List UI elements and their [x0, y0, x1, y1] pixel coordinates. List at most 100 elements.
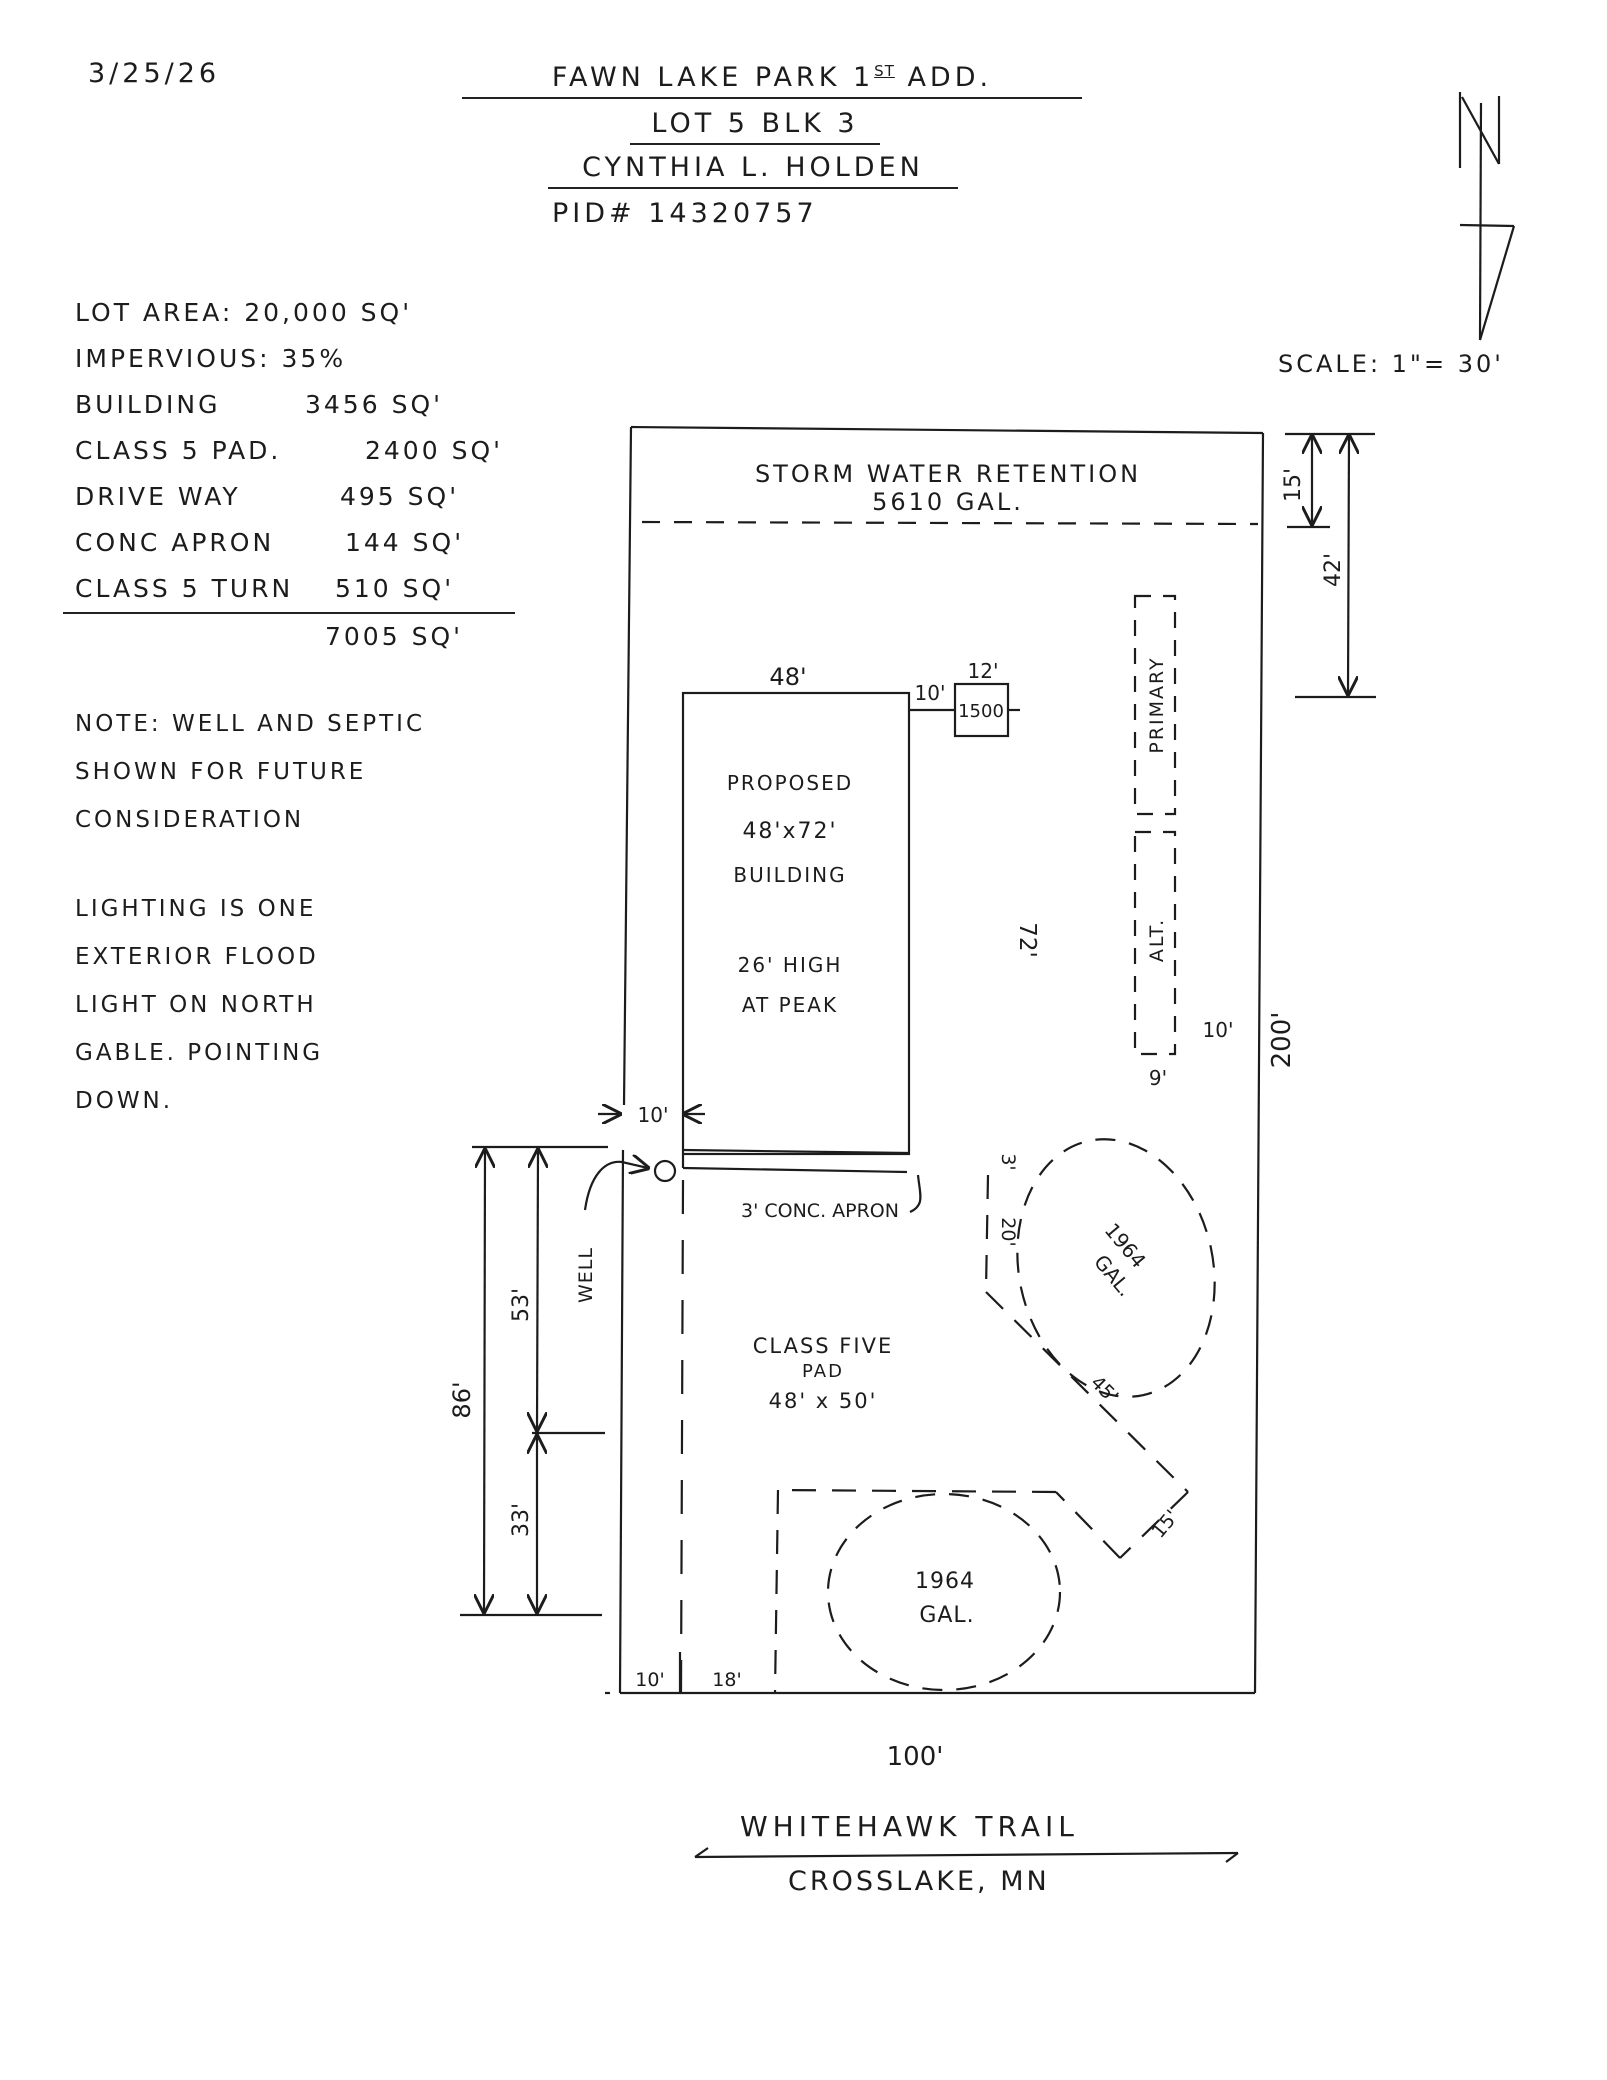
note-line: SHOWN FOR FUTURE — [75, 759, 367, 785]
owner-name: CYNTHIA L. HOLDEN — [548, 152, 958, 189]
building-label-4: 26' HIGH — [738, 953, 843, 977]
north-setback-dimension — [1285, 432, 1376, 699]
tank-offset-label: 10' — [915, 681, 946, 705]
dim-bottom-mid: 18' — [712, 1669, 741, 1691]
building-length-label: 72' — [1014, 922, 1040, 958]
alt-label: ALT. — [1146, 918, 1168, 962]
area-value: 495 SQ' — [340, 482, 460, 511]
septic-area-1964-upper — [1016, 1138, 1216, 1398]
area-row: LOT AREA: 20,000 SQ' — [75, 290, 515, 336]
pad-label-3: 48' x 50' — [769, 1389, 878, 1413]
area-value: 35% — [281, 344, 347, 373]
area-label: CLASS 5 PAD. — [75, 436, 282, 465]
well-label: WELL — [575, 1247, 597, 1303]
note-line: LIGHTING IS ONE — [75, 896, 317, 922]
subdivision-name: FAWN LAKE PARK 1 — [551, 62, 875, 93]
area-row: DRIVE WAY 495 SQ' — [75, 474, 515, 520]
lot-boundary — [618, 425, 1265, 1695]
area-value: 3456 SQ' — [305, 390, 443, 419]
area-value: 20,000 SQ' — [244, 298, 413, 327]
turn-end-label: 15' — [1148, 1506, 1184, 1543]
concrete-apron — [682, 1166, 908, 1174]
subdivision-suffix: ST — [874, 62, 895, 80]
pad-label-1: CLASS FIVE — [753, 1334, 893, 1358]
area-row: CLASS 5 TURN 510 SQ' — [63, 566, 515, 614]
turn-diag-label: 45' — [1086, 1372, 1122, 1408]
subdivision-title: FAWN LAKE PARK 1ST ADD. — [462, 62, 1082, 99]
area-row: BUILDING 3456 SQ' — [75, 382, 515, 428]
road-arrow-left-icon — [694, 1847, 709, 1858]
area-label: CLASS 5 TURN — [75, 574, 294, 603]
area-table: LOT AREA: 20,000 SQ' IMPERVIOUS: 35% BUI… — [63, 290, 515, 660]
drive-setback-label: 10' — [638, 1103, 669, 1127]
dim-lot-width: 100' — [887, 1742, 944, 1772]
storm-water-label: STORM WATER RETENTION — [755, 460, 1141, 488]
scale-label: SCALE: 1"= 30' — [1278, 350, 1504, 378]
area-label: DRIVE WAY — [75, 482, 241, 511]
area-value: 510 SQ' — [335, 574, 455, 603]
well-icon — [653, 1159, 677, 1183]
well-leader — [583, 1162, 648, 1211]
building-label-5: AT PEAK — [742, 993, 838, 1017]
area-value: 2400 SQ' — [365, 436, 503, 465]
area-row: IMPERVIOUS: 35% — [75, 336, 515, 382]
dim-lot-depth: 200' — [1267, 1012, 1297, 1069]
note-line: NOTE: WELL AND SEPTIC — [75, 711, 426, 737]
road-arrow-right-icon — [1225, 1852, 1239, 1863]
septic-area-1964-lower — [826, 1492, 1062, 1692]
lot-block: LOT 5 BLK 3 — [630, 108, 880, 145]
pad-left-edge — [679, 1179, 685, 1694]
area-row: CONC APRON 144 SQ' — [75, 520, 515, 566]
city-state: CROSSLAKE, MN — [788, 1866, 1050, 1897]
tank-width-label: 12' — [968, 659, 999, 683]
area-label: LOT AREA: — [75, 298, 234, 327]
apron-label: 3' CONC. APRON — [741, 1200, 899, 1222]
subdivision-tail: ADD. — [907, 62, 993, 93]
dim-well-upper: 53' — [509, 1288, 534, 1322]
area-value: 144 SQ' — [345, 528, 465, 557]
tank-1964-lower-gal: GAL. — [919, 1603, 974, 1628]
area-row: CLASS 5 PAD. 2400 SQ' — [75, 428, 515, 474]
building-label-1: PROPOSED — [727, 771, 853, 795]
note-line: EXTERIOR FLOOD — [75, 944, 319, 970]
retention-line — [641, 520, 1259, 526]
drainfield-width-label: 9' — [1149, 1066, 1167, 1090]
turn-side-label: 20' — [997, 1217, 1019, 1246]
dim-north-to-building: 42' — [1321, 553, 1346, 587]
septic-note: NOTE: WELL AND SEPTIC SHOWN FOR FUTURE C… — [75, 700, 425, 844]
primary-label: PRIMARY — [1146, 656, 1168, 753]
pad-label-2: PAD — [802, 1361, 844, 1382]
date: 3/25/26 — [88, 58, 221, 89]
lighting-note: LIGHTING IS ONE EXTERIOR FLOOD LIGHT ON … — [75, 885, 323, 1125]
alternate-drainfield — [1133, 830, 1177, 1056]
apron-leader — [909, 1174, 922, 1213]
apron-depth-label: 3' — [997, 1153, 1019, 1170]
road-line — [694, 1851, 1239, 1859]
storm-water-volume: 5610 GAL. — [872, 488, 1024, 516]
north-arrow-icon — [1458, 92, 1516, 341]
parcel-id: PID# 14320757 — [552, 198, 818, 229]
area-label: CONC APRON — [75, 528, 275, 557]
septic-tank-label: 1500 — [958, 701, 1004, 722]
area-label: IMPERVIOUS: — [75, 344, 271, 373]
area-total: 7005 SQ' — [325, 622, 463, 651]
drainfield-setback-label: 10' — [1203, 1018, 1234, 1042]
area-label: BUILDING — [75, 390, 221, 419]
primary-drainfield — [1133, 594, 1177, 816]
building-label-2: 48'x72' — [742, 819, 837, 844]
dim-bottom-left: 10' — [635, 1669, 664, 1691]
well-dimensions — [460, 1145, 608, 1617]
note-line: GABLE. POINTING — [75, 1040, 324, 1066]
class5-turnaround — [773, 1174, 1189, 1694]
dim-well-total: 86' — [448, 1381, 476, 1418]
note-line: LIGHT ON NORTH — [75, 992, 317, 1018]
building-label-3: BUILDING — [733, 863, 846, 887]
note-line: DOWN. — [75, 1088, 174, 1114]
proposed-building — [681, 691, 911, 1156]
dim-well-lower: 33' — [509, 1503, 534, 1537]
tank-1964-lower-label: 1964 — [915, 1569, 975, 1594]
road-name: WHITEHAWK TRAIL — [740, 1810, 1079, 1843]
note-line: CONSIDERATION — [75, 807, 305, 833]
building-width-label: 48' — [769, 663, 806, 691]
